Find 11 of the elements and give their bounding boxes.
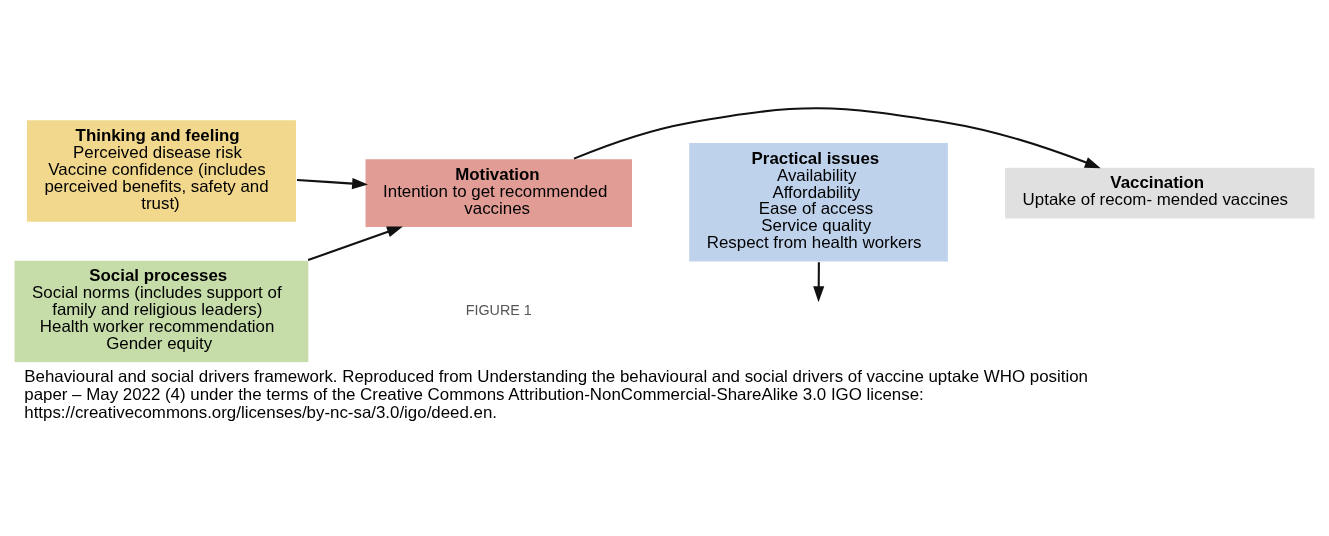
node-box: Vaccination Uptake of recom- mended vaccines (1003, 166, 1316, 220)
arrow (813, 262, 825, 303)
node-box: Motivation Intention to get recommended vaccines (364, 158, 634, 229)
caption: Behavioural and social drivers framework. Reproduced from Understanding the behavioural and social drivers of vaccine uptake WHO position paper – May 2022 (4) under the terms of the Creative Commons Attribution-NonCommercial-ShareAlike 3.0 IGO license: https://creativecommons.org/licenses/by-nc-sa/3.0/igo/deed.en. (24, 366, 1088, 422)
node-box: Practical issues Availability Affordability Ease of access Service quality Respect from health workers (687, 141, 950, 263)
arrow (296, 178, 368, 190)
arrow (307, 226, 403, 262)
arrow (573, 107, 1101, 169)
node-box: Thinking and feeling Perceived disease risk Vaccine confidence (includes perceived benefits, safety and trust) (25, 119, 298, 224)
node-box: Social processes Social norms (includes support of family and religious leaders) Health worker recommendation Gender equity (13, 259, 310, 364)
label: FIGURE 1 (465, 302, 532, 319)
